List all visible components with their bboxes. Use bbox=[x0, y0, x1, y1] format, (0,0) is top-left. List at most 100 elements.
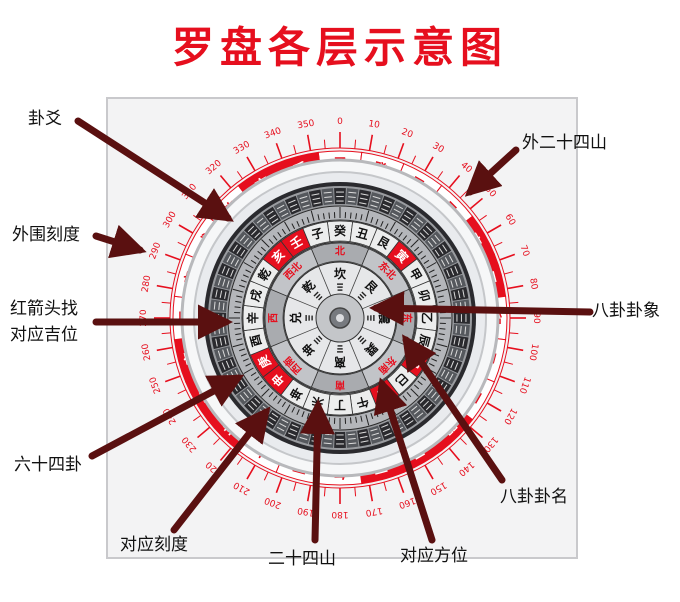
inner-scale-tick bbox=[410, 239, 419, 248]
outer-scale-tick bbox=[397, 477, 405, 494]
direction-char: 北 bbox=[335, 245, 345, 258]
outer-scale-tick bbox=[156, 284, 173, 290]
gua-yao-line bbox=[224, 291, 227, 299]
inner-scale-tick bbox=[236, 338, 243, 341]
gua-yao-line bbox=[382, 428, 391, 433]
inner-scale-tick bbox=[394, 228, 399, 235]
outer-scale-tick bbox=[177, 389, 187, 395]
outer-scale-tick bbox=[275, 477, 283, 494]
outer-scale-tick bbox=[213, 437, 221, 445]
inner-scale-tick bbox=[260, 384, 267, 390]
outer-scale-tick bbox=[161, 332, 171, 335]
gua-yao-line bbox=[347, 200, 356, 203]
gua-cell bbox=[284, 195, 302, 215]
outer-scale-tick bbox=[219, 175, 232, 189]
gua-yao-line bbox=[422, 400, 429, 407]
gua-yao-line bbox=[323, 442, 332, 445]
gua-yao-line bbox=[454, 362, 459, 371]
gua-cell bbox=[334, 431, 346, 449]
gua-yao-line bbox=[359, 431, 367, 434]
gua-yao-line bbox=[446, 269, 450, 277]
inner-scale-tick bbox=[272, 235, 278, 241]
gua-yao-line bbox=[271, 218, 279, 224]
outer-scale-label: 100 bbox=[527, 343, 540, 362]
gua-cell bbox=[222, 251, 243, 269]
outer-scale-tick bbox=[263, 155, 269, 165]
inner-mountain-char: 乙 bbox=[420, 312, 434, 324]
gua-yao-line bbox=[262, 224, 269, 231]
gua-yao-line bbox=[416, 217, 424, 224]
gua-yao-line bbox=[348, 196, 356, 199]
gua-yao-line bbox=[311, 193, 320, 196]
gua-yao-line bbox=[348, 442, 357, 445]
trigram-symbol-line bbox=[359, 337, 365, 343]
gua-yao-line bbox=[247, 225, 255, 233]
gua-yao-line bbox=[382, 203, 391, 208]
inner-scale-tick bbox=[389, 221, 396, 232]
arrow-twenty-four-mountains bbox=[299, 399, 335, 544]
arrow-outer-24-mountains bbox=[464, 146, 520, 197]
inner-scale-tick bbox=[438, 333, 445, 336]
inner-scale-tick bbox=[310, 210, 315, 222]
outer-scale-tick bbox=[293, 482, 297, 492]
inner-mountain-char: 午 bbox=[355, 394, 370, 412]
outer-scale-tick bbox=[246, 156, 256, 172]
inner-scale-tick bbox=[284, 404, 291, 415]
label-red-arrow-line2: 对应吉位 bbox=[10, 325, 78, 345]
outer-scale-tick bbox=[437, 456, 444, 465]
gua-yao-line bbox=[289, 428, 298, 433]
inner-scale-tick bbox=[360, 415, 363, 422]
inner-scale-tick bbox=[301, 218, 305, 225]
gua-yao-line bbox=[404, 214, 411, 220]
outer-scale-tick bbox=[263, 471, 269, 481]
inner-scale-tick bbox=[272, 395, 278, 401]
inner-scale-tick bbox=[349, 417, 352, 424]
inner-scale-tick bbox=[296, 409, 300, 416]
gua-yao-line bbox=[243, 237, 249, 245]
gua-yao-line bbox=[454, 349, 458, 358]
inner-scale-tick bbox=[277, 398, 282, 405]
gua-yao-line bbox=[215, 289, 218, 298]
inner-scale-tick bbox=[413, 246, 420, 252]
inner-scale-tick bbox=[261, 388, 270, 397]
gua-yao-line bbox=[458, 350, 463, 359]
gua-cell bbox=[398, 206, 418, 227]
outer-scale-label: 260 bbox=[141, 342, 154, 361]
gua-yao-line bbox=[384, 199, 393, 204]
gua-yao-line bbox=[448, 254, 454, 263]
gua-yao-line bbox=[299, 195, 308, 200]
trigram-symbol-line bbox=[357, 296, 362, 301]
outer-scale-tick bbox=[437, 171, 444, 180]
gua-yao-line bbox=[434, 234, 441, 242]
callout-arrows bbox=[74, 117, 594, 544]
gua-yao-line bbox=[448, 373, 454, 382]
outer-scale-tick bbox=[354, 139, 357, 149]
trigram-symbol-line bbox=[361, 339, 367, 345]
inner-scale-tick bbox=[317, 214, 320, 221]
inner-scale-tick bbox=[306, 217, 310, 224]
outer-scale-tick bbox=[368, 485, 374, 502]
gua-yao-line bbox=[323, 191, 332, 194]
inner-scale-tick bbox=[437, 338, 444, 341]
inner-scale-tick bbox=[406, 238, 412, 245]
trigram-symbol-line bbox=[313, 291, 319, 297]
inner-scale-tick bbox=[431, 274, 438, 278]
gua-yao-line bbox=[287, 199, 296, 204]
outer-scale-label: 70 bbox=[518, 244, 531, 258]
inner-mountain-char: 丑 bbox=[355, 226, 370, 243]
outer-scale-tick bbox=[486, 224, 502, 234]
inner-mountain-cell bbox=[302, 221, 331, 248]
inner-scale-tick bbox=[417, 250, 423, 256]
inner-scale-tick bbox=[420, 255, 427, 260]
gua-yao-line bbox=[251, 229, 258, 236]
arrow-gua-yao bbox=[74, 117, 234, 222]
inner-scale-tick bbox=[234, 327, 241, 330]
outer-scale-circle bbox=[169, 147, 511, 489]
gua-yao-line bbox=[359, 435, 368, 439]
gua-yao-line bbox=[455, 325, 458, 334]
gua-cell bbox=[253, 213, 272, 234]
inner-scale-tick bbox=[235, 300, 242, 303]
gua-yao-line bbox=[434, 394, 441, 402]
trigram-divider bbox=[362, 326, 392, 340]
